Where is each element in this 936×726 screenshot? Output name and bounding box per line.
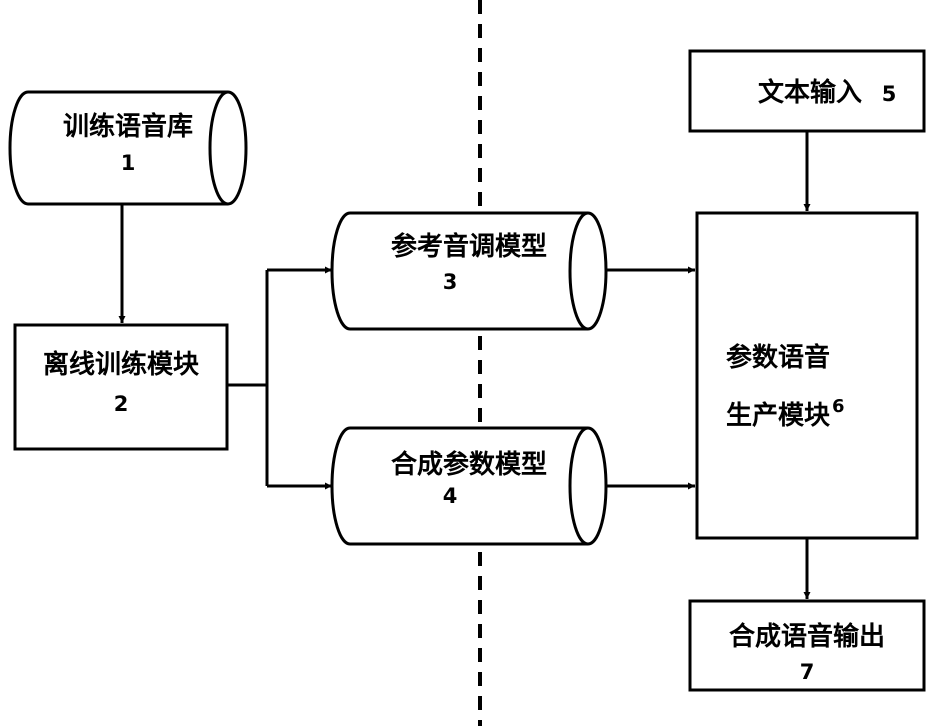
synth-param-model-label: 合成参数模型 <box>390 450 547 480</box>
speech-output-label: 合成语音输出 <box>728 622 885 652</box>
offline-training-label: 离线训练模块 <box>42 350 199 380</box>
synth-param-model-cylinder <box>330 426 608 546</box>
offline-training-box <box>13 323 229 451</box>
speech-output-box <box>688 599 926 692</box>
training-db-cylinder <box>8 90 248 206</box>
ref-tone-model-label: 参考音调模型 <box>390 232 547 262</box>
ref-tone-model-number: 3 <box>442 270 458 294</box>
text-input-box <box>688 49 926 133</box>
text-input-number: 5 <box>881 82 897 106</box>
synth-param-model-number: 4 <box>442 484 458 508</box>
training-db-number: 1 <box>120 151 136 175</box>
training-db-label: 训练语音库 <box>62 112 193 142</box>
offline-training-number: 2 <box>113 392 129 416</box>
param-speech-gen-number: 6 <box>832 396 845 417</box>
param-speech-gen-line1: 参数语音 <box>726 343 831 373</box>
param-speech-gen-line2: 生产模块 <box>726 401 831 431</box>
ref-tone-model-cylinder <box>330 211 608 331</box>
param-speech-gen-box <box>695 211 919 540</box>
speech-output-number: 7 <box>799 660 815 684</box>
text-input-label: 文本输入 <box>757 78 862 108</box>
